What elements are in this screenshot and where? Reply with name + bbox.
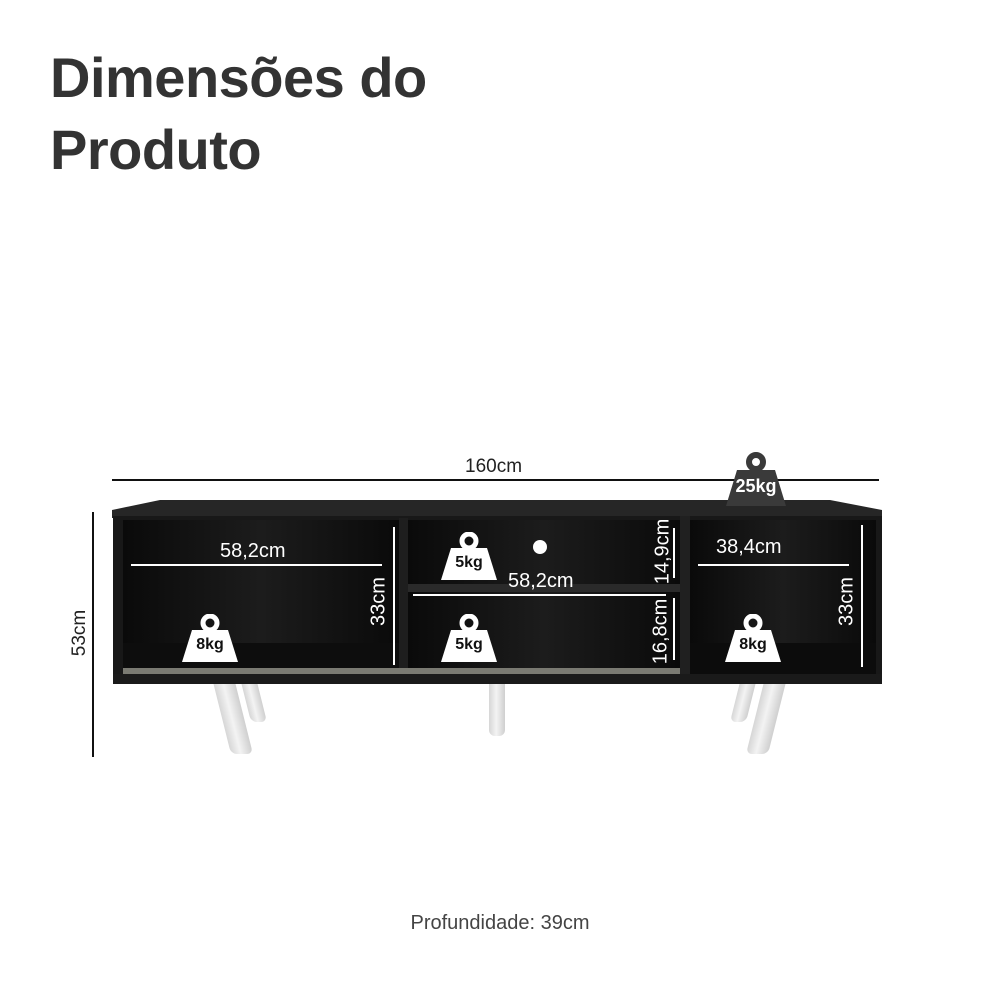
width-dimension-line — [112, 479, 879, 481]
middle-top-height-label: 14,9cm — [651, 518, 674, 585]
right-height-line — [861, 525, 863, 667]
title-line-1: Dimensões do — [50, 46, 427, 109]
weight-icon-middle-top: 5kg — [441, 532, 497, 580]
weight-label-middle-bottom: 5kg — [455, 636, 483, 653]
weight-label-right: 8kg — [739, 636, 767, 653]
weight-icon-middle-bottom: 5kg — [441, 614, 497, 662]
height-dimension-line — [92, 512, 94, 757]
weight-label-middle-top: 5kg — [455, 554, 483, 571]
middle-width-label: 58,2cm — [508, 570, 574, 592]
middle-top-height-line — [673, 528, 675, 578]
depth-label: Profundidade: 39cm — [410, 912, 590, 934]
left-height-label: 33cm — [367, 577, 390, 626]
middle-bottom-height-line — [673, 598, 675, 660]
left-height-line — [393, 527, 395, 665]
weight-label-top: 25kg — [735, 476, 777, 496]
right-width-label: 38,4cm — [716, 536, 782, 558]
weight-icon-left: 8kg — [182, 614, 238, 662]
page-title: Dimensões do Produto — [50, 42, 427, 186]
leg-middle — [489, 682, 505, 736]
weight-icon-right: 8kg — [725, 614, 781, 662]
right-width-line — [698, 564, 849, 566]
left-width-line — [131, 564, 382, 566]
title-line-2: Produto — [50, 118, 262, 181]
middle-width-line — [413, 594, 666, 596]
width-dimension-label: 160cm — [465, 456, 523, 477]
middle-bottom-height-label: 16,8cm — [649, 598, 672, 665]
weight-label-left: 8kg — [196, 636, 224, 653]
weight-icon-top: 25kg — [726, 452, 786, 506]
right-height-label: 33cm — [835, 577, 858, 626]
left-width-label: 58,2cm — [220, 540, 286, 562]
